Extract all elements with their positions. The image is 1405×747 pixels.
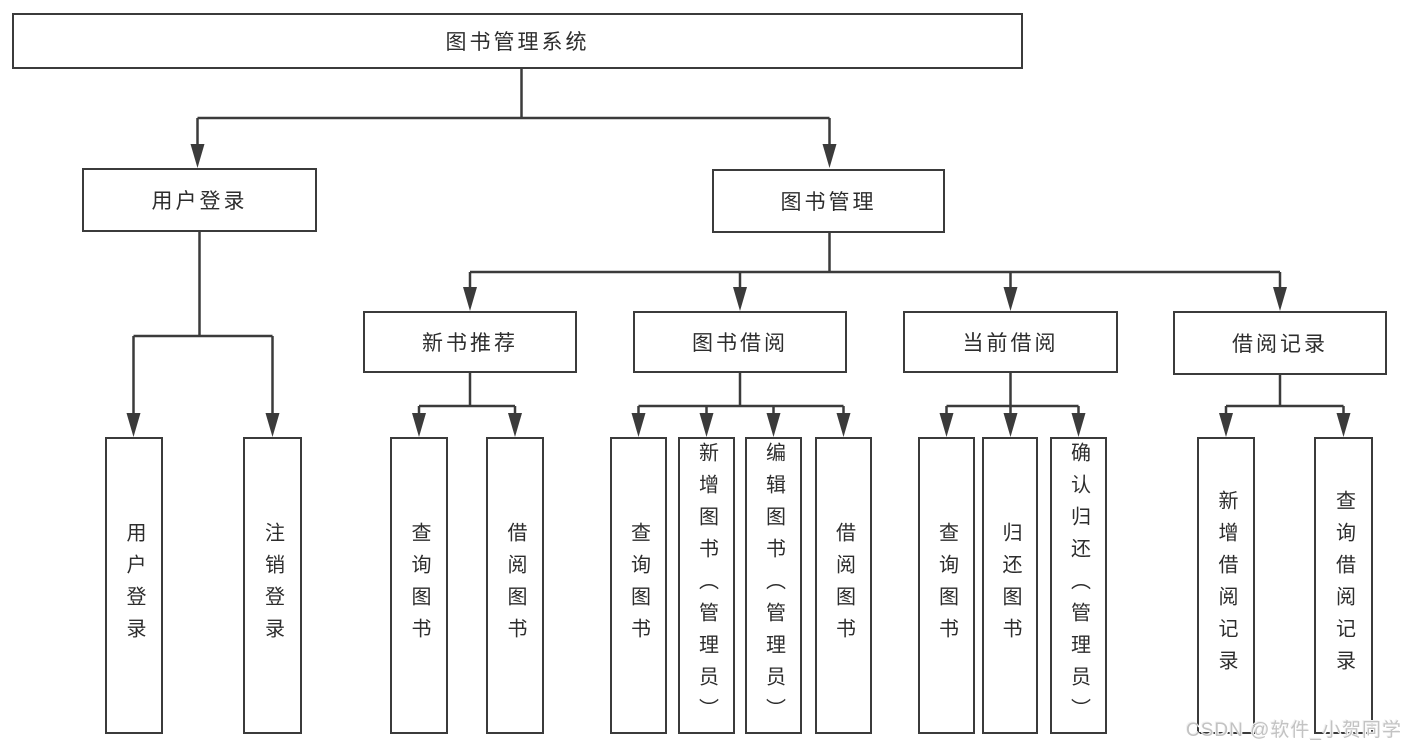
connector-login-to-leaves (126, 232, 280, 437)
node-add-book-admin: 新增图书（管理员） (678, 437, 735, 734)
connector-management-to-level3 (463, 233, 1287, 311)
arrowhead-icon (1003, 413, 1018, 437)
node-book-borrowing: 图书借阅 (633, 311, 847, 373)
node-borrow-books-newbook: 借阅图书 (486, 437, 544, 734)
connector-borrow-to-leaves (631, 373, 851, 437)
connector-current-to-leaves (939, 373, 1086, 437)
node-library-management-system: 图书管理系统 (12, 13, 1023, 69)
node-label: 图书借阅 (692, 332, 788, 355)
node-label: 编辑图书（管理员） (762, 441, 785, 730)
node-label: 确认归还（管理员） (1067, 441, 1090, 730)
node-borrowing-records: 借阅记录 (1173, 311, 1387, 375)
arrowhead-icon (1219, 413, 1233, 437)
node-user-login-leaf: 用户登录 (105, 437, 163, 734)
arrowhead-icon (1273, 287, 1287, 311)
arrowhead-icon (939, 413, 954, 437)
node-query-books-newbook: 查询图书 (390, 437, 448, 734)
arrowhead-icon (836, 413, 851, 437)
node-label: 查询图书 (627, 521, 650, 650)
arrowhead-icon (1003, 287, 1018, 311)
arrowhead-icon (1336, 413, 1351, 437)
node-confirm-return-admin: 确认归还（管理员） (1050, 437, 1107, 734)
arrowhead-icon (733, 287, 747, 311)
node-query-books-current: 查询图书 (918, 437, 975, 734)
arrowhead-icon (190, 144, 205, 168)
arrowhead-icon (699, 413, 714, 437)
arrowhead-icon (766, 413, 781, 437)
arrowhead-icon (1071, 413, 1086, 437)
node-label: 注销登录 (261, 521, 284, 650)
arrowhead-icon (265, 413, 280, 437)
node-label: 图书管理系统 (445, 31, 590, 54)
node-label: 借阅图书 (832, 521, 855, 650)
node-return-book: 归还图书 (982, 437, 1038, 734)
node-label: 归还图书 (999, 521, 1021, 650)
node-query-borrow-record: 查询借阅记录 (1314, 437, 1373, 734)
csdn-watermark: CSDN @软件_小贺同学 (1186, 720, 1402, 741)
node-query-books-borrow: 查询图书 (610, 437, 667, 734)
node-book-management: 图书管理 (712, 169, 945, 233)
node-label: 用户登录 (151, 190, 248, 213)
node-user-login-group: 用户登录 (82, 168, 317, 232)
arrowhead-icon (508, 413, 522, 437)
arrowhead-icon (463, 287, 477, 311)
node-current-borrowing: 当前借阅 (903, 311, 1118, 373)
node-label: 借阅图书 (504, 521, 526, 650)
node-label: 当前借阅 (962, 332, 1059, 355)
connector-records-to-leaves (1219, 373, 1351, 437)
node-label: 新增图书（管理员） (695, 441, 718, 730)
node-borrow-books-borrow: 借阅图书 (815, 437, 872, 734)
node-label: 查询借阅记录 (1332, 489, 1355, 682)
node-label: 查询图书 (935, 521, 958, 650)
node-label: 新增借阅记录 (1215, 489, 1237, 682)
connector-newbook-to-leaves (412, 373, 522, 437)
connector-root-to-level2 (190, 68, 837, 168)
arrowhead-icon (631, 413, 646, 437)
node-label: 新书推荐 (422, 332, 518, 355)
node-edit-book-admin: 编辑图书（管理员） (745, 437, 802, 734)
arrowhead-icon (412, 413, 426, 437)
node-new-book-recommend: 新书推荐 (363, 311, 577, 373)
node-label: 借阅记录 (1232, 333, 1328, 356)
arrowhead-icon (822, 144, 837, 168)
node-logout-leaf: 注销登录 (243, 437, 302, 734)
node-label: 用户登录 (123, 521, 145, 650)
node-label: 查询图书 (408, 521, 430, 650)
node-label: 图书管理 (780, 191, 877, 214)
node-add-borrow-record: 新增借阅记录 (1197, 437, 1255, 734)
arrowhead-icon (126, 413, 141, 437)
